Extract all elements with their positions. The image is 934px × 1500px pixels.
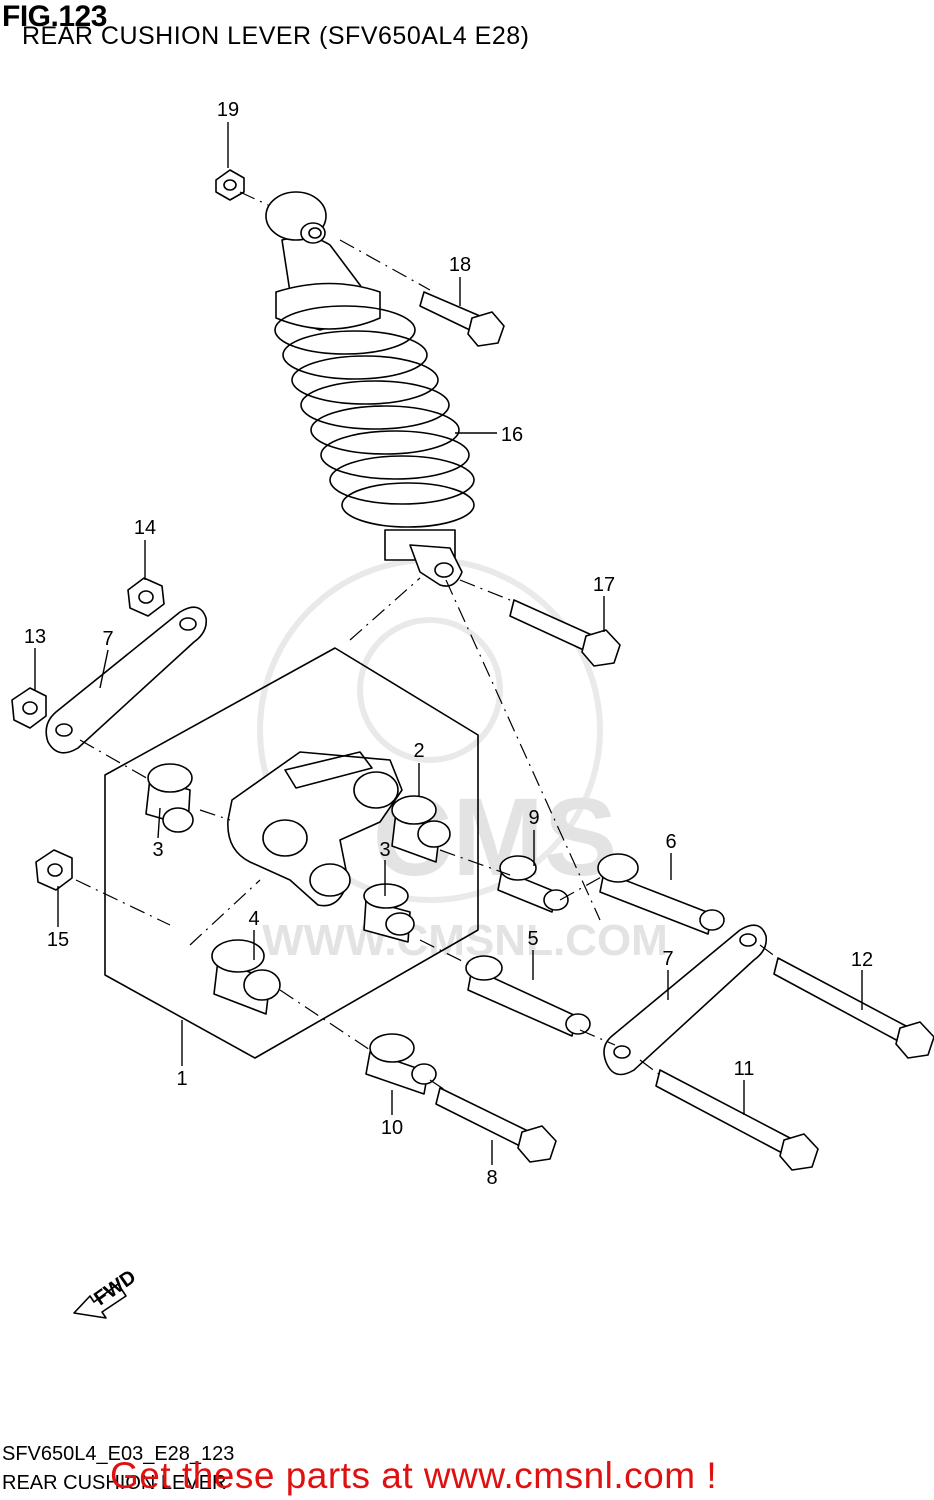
bolt-8 bbox=[435, 1087, 557, 1163]
callout-7-lower: 7 bbox=[662, 948, 673, 970]
spacer-10 bbox=[365, 1033, 437, 1095]
callout-14: 14 bbox=[134, 517, 156, 539]
shock-absorber bbox=[265, 191, 475, 587]
callout-13: 13 bbox=[24, 626, 46, 648]
bolt-18 bbox=[419, 291, 505, 347]
spacer-6 bbox=[597, 853, 725, 935]
callout-18: 18 bbox=[449, 254, 471, 276]
callout-4: 4 bbox=[248, 908, 259, 930]
callouts: 19 18 16 14 13 7 17 2 3 3 9 6 15 4 5 7 1… bbox=[24, 99, 873, 1189]
bearing-4 bbox=[211, 939, 281, 1015]
figure-title: REAR CUSHION LEVER (SFV650AL4 E28) bbox=[22, 22, 530, 50]
callout-11: 11 bbox=[734, 1058, 755, 1080]
bolt-12 bbox=[773, 957, 934, 1059]
footer-diagram-name: REAR CUSHION LEVER bbox=[2, 1472, 227, 1494]
callout-10: 10 bbox=[381, 1117, 403, 1139]
cushion-rod-7-upper bbox=[45, 606, 208, 754]
assembly-outline bbox=[104, 647, 479, 1059]
bearing-3a bbox=[145, 763, 194, 833]
callout-2: 2 bbox=[413, 740, 424, 762]
nut-13 bbox=[11, 687, 47, 729]
callout-3-right: 3 bbox=[379, 839, 390, 861]
callout-9: 9 bbox=[528, 807, 539, 829]
callout-6: 6 bbox=[665, 831, 676, 853]
cushion-rod-7-lower bbox=[603, 924, 768, 1076]
watermark-url: WWW.CMSNL.COM bbox=[262, 916, 668, 965]
callout-19: 19 bbox=[217, 99, 239, 121]
callout-8: 8 bbox=[486, 1167, 497, 1189]
nut-14 bbox=[127, 577, 165, 617]
nut-15 bbox=[35, 849, 73, 891]
callout-3-left: 3 bbox=[152, 839, 163, 861]
spacer-9 bbox=[497, 855, 569, 913]
callout-5: 5 bbox=[527, 928, 538, 950]
spacer-5 bbox=[465, 955, 591, 1037]
callout-17: 17 bbox=[593, 574, 615, 596]
callout-15: 15 bbox=[47, 929, 69, 951]
leader-lines bbox=[34, 122, 863, 1165]
shop-link-banner[interactable]: Get these parts at www.cmsnl.com ! bbox=[110, 1455, 718, 1496]
bolt-17 bbox=[509, 599, 621, 667]
cushion-lever bbox=[227, 751, 403, 907]
bolt-11 bbox=[655, 1069, 819, 1171]
footer-diagram-code: SFV650L4_E03_E28_123 bbox=[2, 1443, 235, 1465]
assembly-lines bbox=[75, 191, 781, 1091]
watermark-emblem bbox=[357, 617, 503, 763]
bearing-3b bbox=[363, 883, 415, 943]
callout-12: 12 bbox=[851, 949, 873, 971]
callout-16: 16 bbox=[501, 424, 523, 446]
nut-19 bbox=[215, 169, 245, 201]
callout-7-upper: 7 bbox=[102, 628, 113, 650]
callout-1: 1 bbox=[176, 1068, 187, 1090]
fwd-arrow-icon bbox=[73, 1283, 127, 1319]
figure-number: FIG.123 bbox=[2, 0, 107, 33]
bearing-2 bbox=[391, 795, 451, 863]
